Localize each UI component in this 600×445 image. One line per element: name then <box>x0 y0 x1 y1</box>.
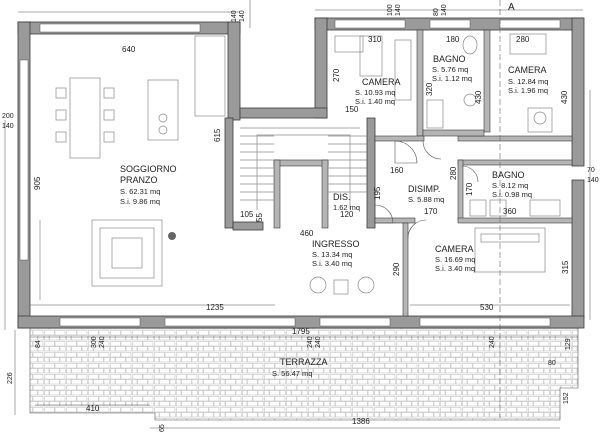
room-camera3-name: CAMERA <box>435 244 474 254</box>
dim-label: 140 <box>231 10 238 22</box>
room-camera1-window: S.i. 1.40 mq <box>355 97 395 106</box>
doors <box>374 0 501 418</box>
room-bagno1-area: S. 5.76 mq <box>432 65 468 74</box>
dim-label: 410 <box>86 404 100 413</box>
room-bagno2-window: S.i. 0.98 mq <box>492 190 532 199</box>
dim-label: 150 <box>345 105 359 114</box>
room-soggiorno-name: SOGGIORNO <box>120 164 177 174</box>
room-disimp-name: DISIMP. <box>408 184 440 194</box>
dim-label: 105 <box>240 210 254 219</box>
room-bagno2-name: BAGNO <box>492 170 525 180</box>
dim-label: 152 <box>563 392 570 404</box>
furniture <box>39 33 561 300</box>
dim-label: 1386 <box>352 417 370 426</box>
room-camera2-name: CAMERA <box>508 65 547 75</box>
dim-label: 315 <box>561 260 570 274</box>
room-camera3-window: S.i. 3.40 mq <box>435 264 475 273</box>
room-camera1-area: S. 10.93 mq <box>355 88 395 97</box>
dim-label: 290 <box>392 262 401 276</box>
dim-label: 270 <box>332 68 341 82</box>
room-bagno2-area: S. 8.12 mq <box>492 181 528 190</box>
dim-label: 240 <box>99 336 106 348</box>
dim-label: 140 <box>239 10 246 22</box>
dim-label: 240 <box>315 336 322 348</box>
dim-label: 300 <box>91 336 98 348</box>
dimension-labels: 140 140 640 100 140 80 140 310 180 280 2… <box>2 4 599 432</box>
dim-label: 100 <box>387 4 394 16</box>
dim-label: 530 <box>480 303 494 312</box>
room-camera2-area: S. 12.84 mq <box>508 77 548 86</box>
dim-label: 65 <box>159 424 166 432</box>
dim-label: 140 <box>2 123 14 130</box>
dim-label: 280 <box>449 166 458 180</box>
room-camera1-name: CAMERA <box>362 77 401 87</box>
dim-label: 460 <box>300 229 314 238</box>
dimension-lines <box>4 0 591 429</box>
room-ingresso-name: INGRESSO <box>312 239 360 249</box>
room-soggiorno-area: S. 62.31 mq <box>120 187 160 196</box>
dim-label: 640 <box>122 45 136 54</box>
dim-label: 160 <box>390 166 404 175</box>
dim-label: 84 <box>35 340 42 348</box>
dim-label: 55 <box>255 213 264 222</box>
room-bagno1-window: S.i. 1.12 mq <box>432 74 472 83</box>
room-soggiorno-name2: PRANZO <box>120 175 158 185</box>
room-dis-name: DIS. <box>333 192 351 202</box>
section-marker-a: A <box>508 2 515 13</box>
room-ingresso-window: S.i. 3.40 mq <box>312 259 352 268</box>
dim-label: 240 <box>489 336 496 348</box>
room-camera3-area: S. 16.69 mq <box>435 255 475 264</box>
dim-label: 615 <box>213 128 222 142</box>
dim-label: 430 <box>560 90 569 104</box>
dim-label: 200 <box>2 113 14 120</box>
dim-label: 70 <box>587 167 595 174</box>
dim-label: 226 <box>7 372 14 384</box>
dim-label: 140 <box>587 177 599 184</box>
room-disimp-area: S. 5.88 mq <box>408 195 444 204</box>
dim-label: 120 <box>340 210 354 219</box>
dim-label: 180 <box>446 35 460 44</box>
terrace-floor <box>29 327 579 421</box>
dim-label: 80 <box>548 360 556 367</box>
dim-label: 280 <box>516 35 530 44</box>
dim-label: 80 <box>433 8 440 16</box>
dim-label: 905 <box>33 176 42 190</box>
room-labels: SOGGIORNO PRANZO S. 62.31 mq S.i. 9.86 m… <box>120 2 548 378</box>
dim-label: 310 <box>368 35 382 44</box>
dim-label: 320 <box>425 82 434 96</box>
dim-label: 240 <box>307 336 314 348</box>
room-ingresso-area: S. 13.34 mq <box>312 250 352 259</box>
dim-label: 1235 <box>206 303 224 312</box>
room-dis-area: 1.62 mq <box>333 203 360 212</box>
dim-label: 140 <box>441 4 448 16</box>
staircase <box>240 127 367 210</box>
dim-label: 1795 <box>292 327 310 336</box>
room-bagno1-name: BAGNO <box>433 54 466 64</box>
dim-label: 360 <box>503 207 517 216</box>
room-terrazza-name: TERRAZZA <box>280 357 328 367</box>
dim-label: 170 <box>465 182 474 196</box>
dim-label: 140 <box>395 4 402 16</box>
walls <box>17 17 585 329</box>
room-camera2-window: S.i. 1.96 mq <box>508 86 548 95</box>
dim-label: 195 <box>373 186 382 200</box>
dim-label: 129 <box>565 338 572 350</box>
room-terrazza-area: S. 56.47 mq <box>272 369 312 378</box>
room-soggiorno-window: S.i. 9.86 mq <box>120 197 160 206</box>
dim-label: 430 <box>474 90 483 104</box>
dim-label: 170 <box>424 207 438 216</box>
